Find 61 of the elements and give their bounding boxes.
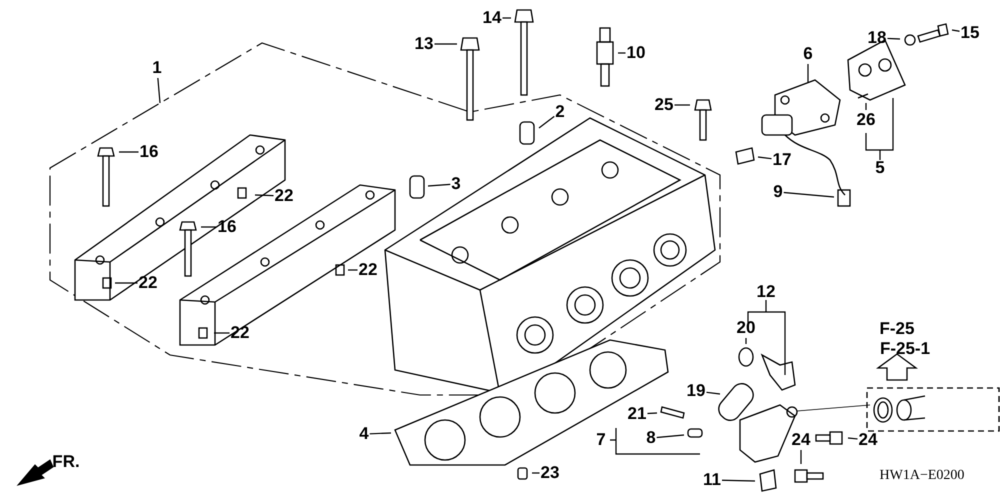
callout-number: 10 <box>626 44 646 62</box>
callout-number: 4 <box>359 425 369 443</box>
leader-line <box>115 282 138 284</box>
callout-number: 6 <box>803 45 813 63</box>
leader-line <box>348 269 358 271</box>
leader-line <box>201 226 217 228</box>
callout-number: 2 <box>555 103 565 121</box>
leader-line <box>532 472 540 474</box>
leader-line <box>674 104 690 106</box>
leader-line <box>758 156 772 160</box>
callout-number: 1 <box>152 59 162 77</box>
leader-line <box>706 392 720 395</box>
leader-line <box>865 103 867 110</box>
leader-line <box>722 480 756 482</box>
leader-line <box>784 192 834 198</box>
callout-number: 7 <box>596 431 606 449</box>
callout-number: 13 <box>414 35 434 53</box>
callout-number: 11 <box>703 471 721 489</box>
leader-line <box>656 434 684 438</box>
drawing-code: HW1A−E0200 <box>880 467 964 485</box>
leader-line <box>952 29 960 32</box>
leader-line <box>370 432 392 434</box>
page-reference: F-25 <box>880 320 914 338</box>
callout-number: 17 <box>772 151 792 169</box>
callout-number: 21 <box>628 405 646 423</box>
leader-line <box>254 194 274 196</box>
callout-number: 25 <box>654 96 674 114</box>
callout-number: 15 <box>960 24 980 42</box>
callout-number: 22 <box>274 187 294 205</box>
leader-line <box>157 78 161 104</box>
callout-number: 22 <box>138 274 158 292</box>
leader-line <box>848 437 858 440</box>
callout-number: 8 <box>646 429 656 447</box>
callout-number: 19 <box>686 382 706 400</box>
callout-number: 16 <box>140 143 158 161</box>
callout-number: 16 <box>218 218 236 236</box>
leader-line <box>502 17 511 19</box>
callout-number: 24 <box>792 431 810 449</box>
callout-number: 22 <box>358 261 378 279</box>
callout-number: 26 <box>856 111 876 129</box>
page-reference: F-25-1 <box>880 340 930 358</box>
leader-line <box>119 151 139 153</box>
callout-number: 5 <box>875 159 885 177</box>
leader-line <box>618 52 626 54</box>
callout-number: 9 <box>773 183 783 201</box>
leader-line <box>428 184 450 187</box>
leader-line <box>214 332 230 334</box>
callout-number: 20 <box>736 319 756 337</box>
callout-number: 12 <box>756 283 776 301</box>
callout-number: 14 <box>482 9 502 27</box>
direction-label: FR. <box>52 453 80 471</box>
callout-number: 3 <box>451 175 461 193</box>
leader-line <box>887 38 900 40</box>
leader-line <box>745 338 747 344</box>
leader-line <box>538 116 555 128</box>
leader-line <box>434 43 457 45</box>
callout-number: 23 <box>540 464 560 482</box>
callout-number: 24 <box>858 431 878 449</box>
leader-line <box>807 64 809 82</box>
leader-line <box>647 412 658 414</box>
leader-line <box>800 450 802 464</box>
